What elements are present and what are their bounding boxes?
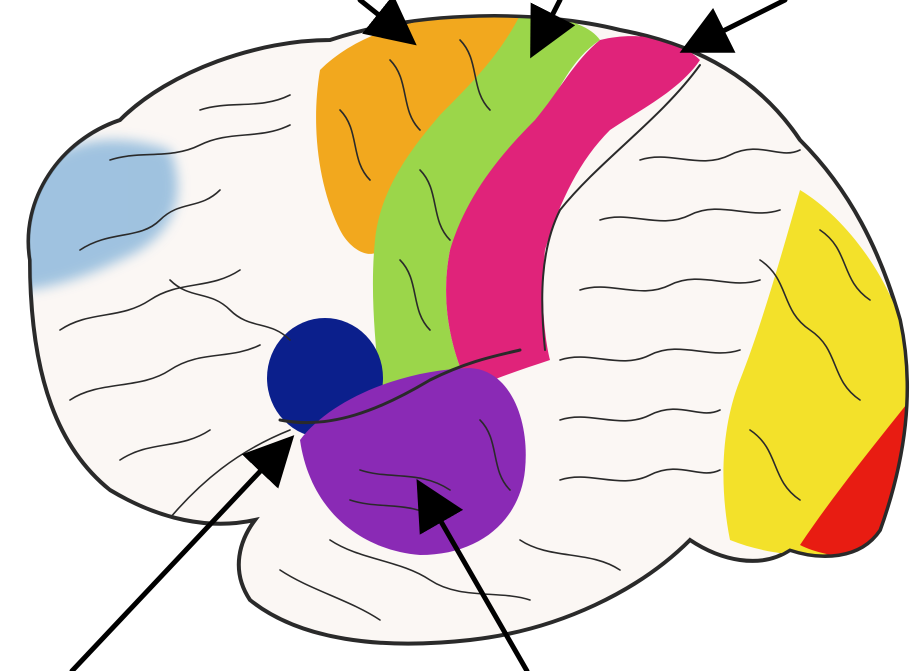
arrow-top-right [693,0,785,46]
